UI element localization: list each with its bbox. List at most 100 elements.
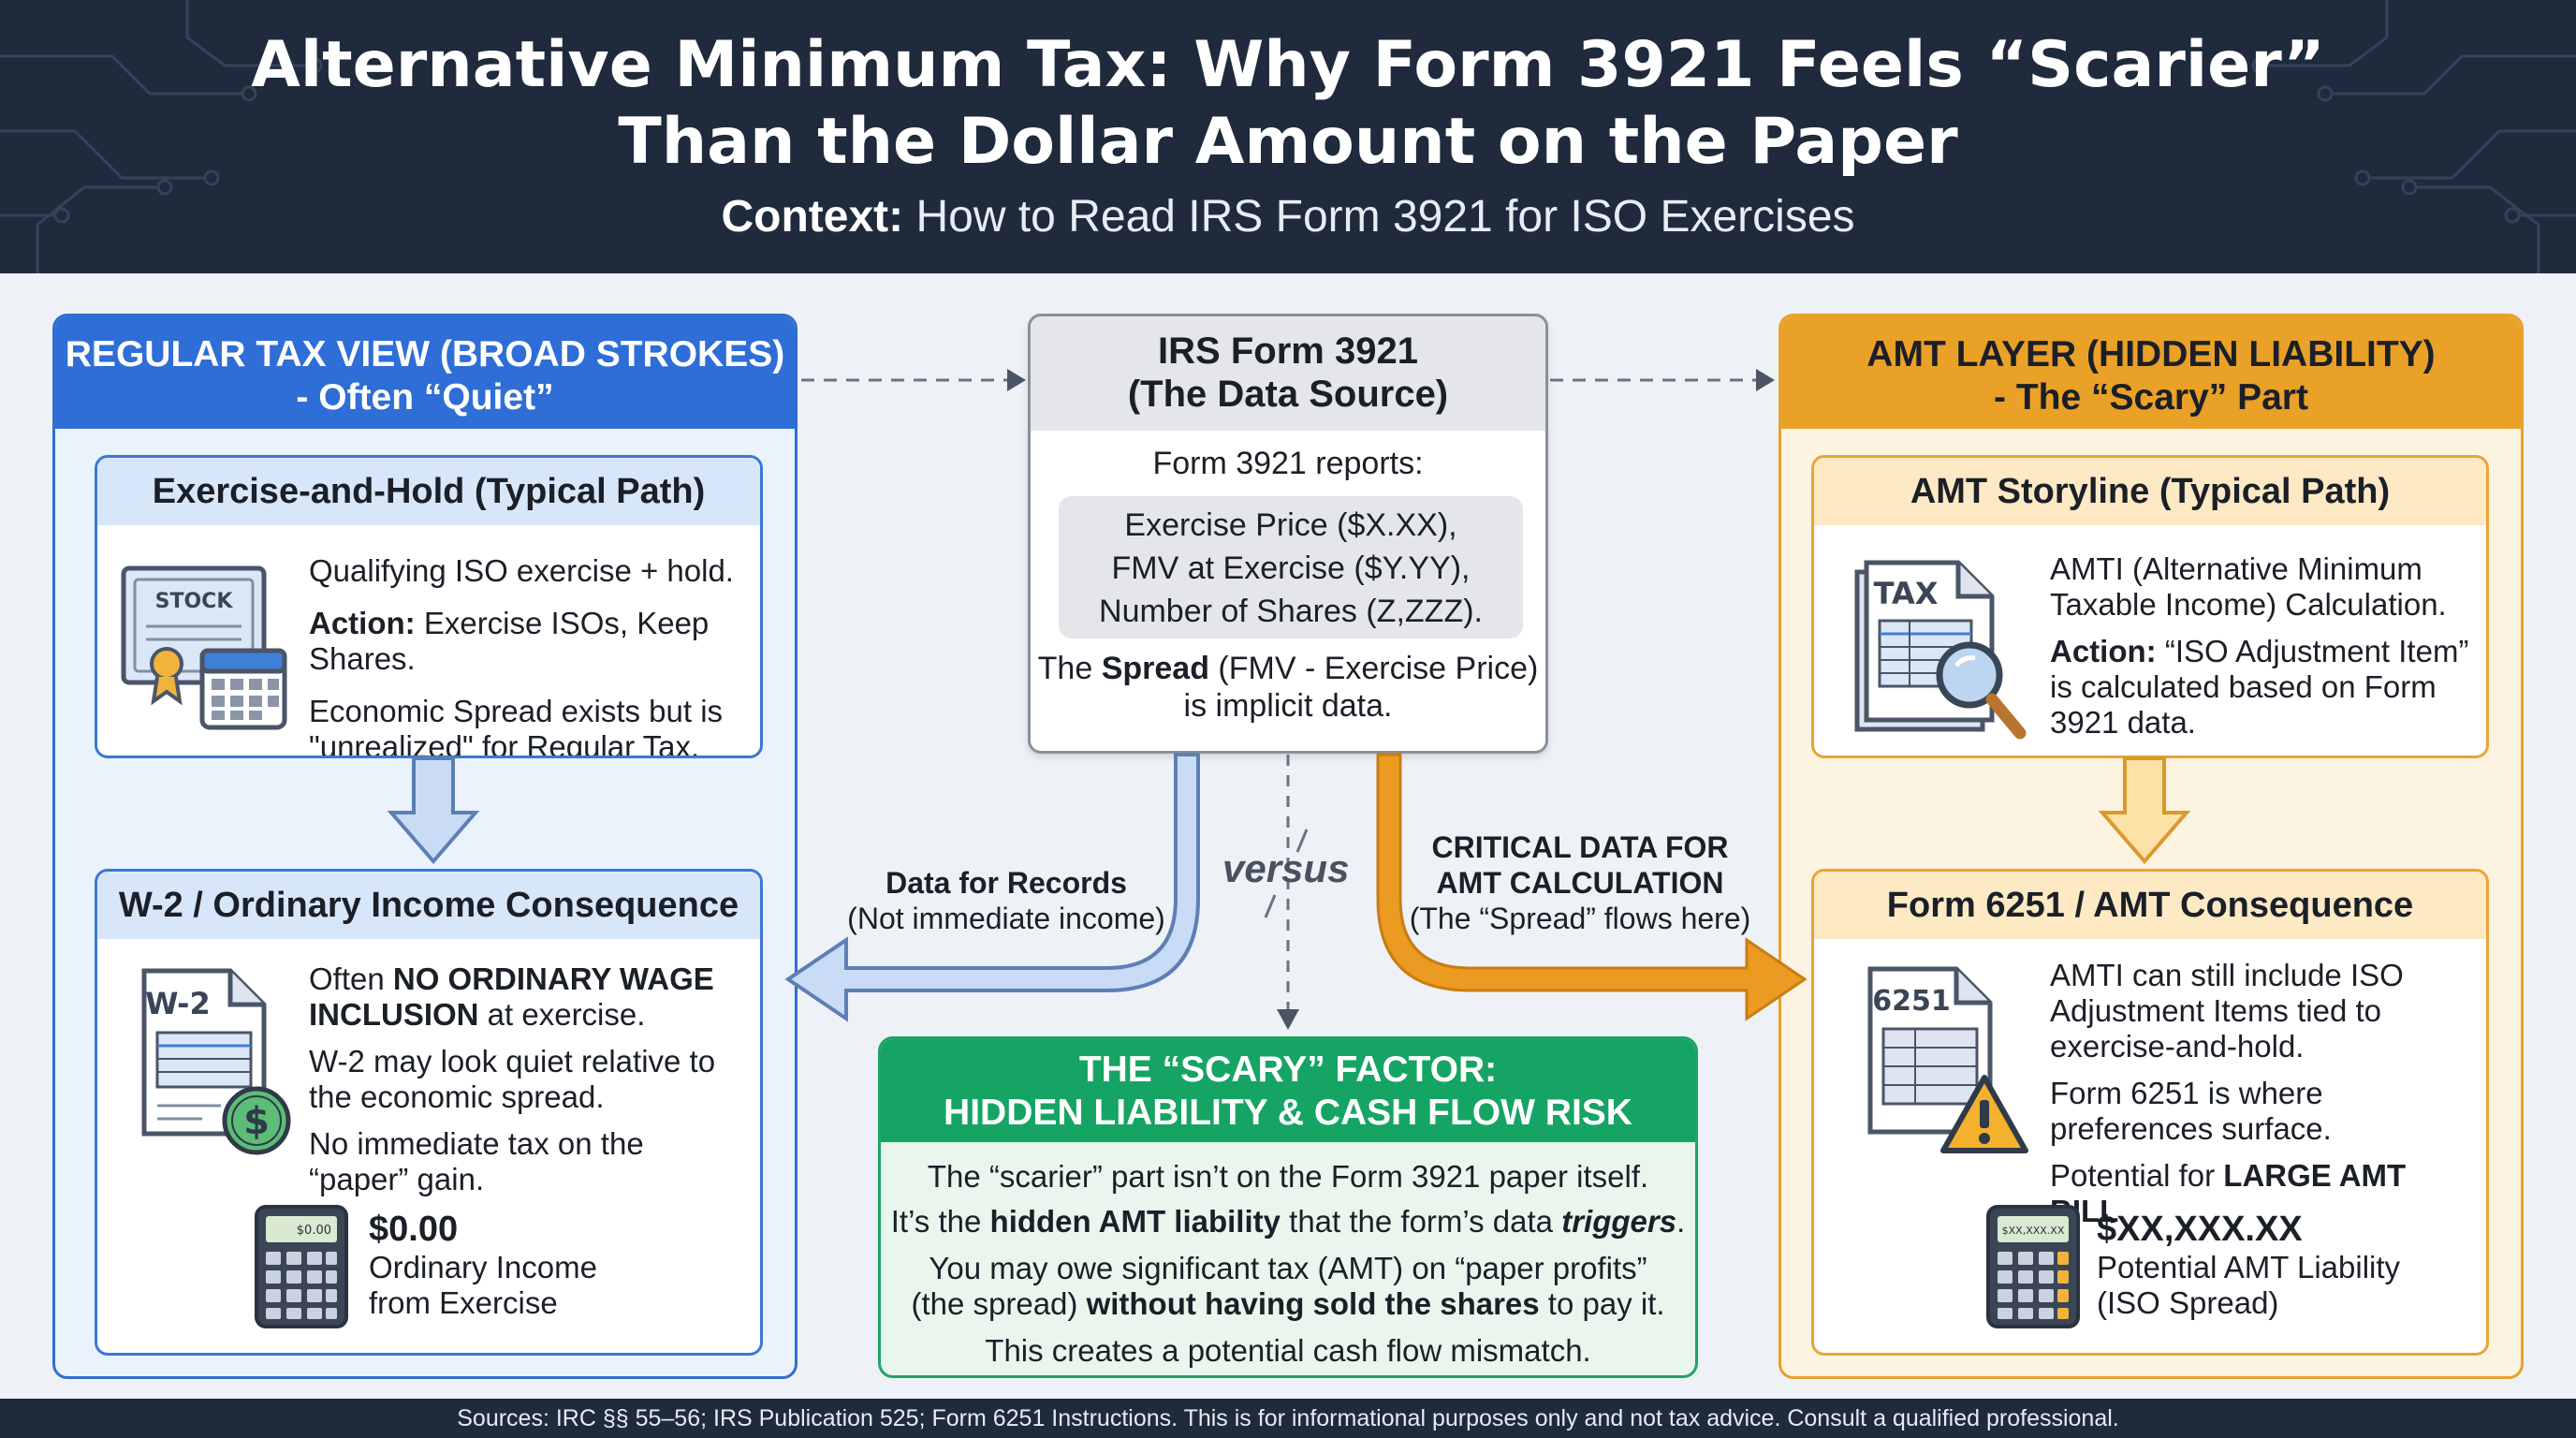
f6251-l6-post: .: [2118, 1194, 2128, 1228]
w2-p2b: the economic spread.: [309, 1079, 605, 1114]
amt-liability-value: $XX,XXX.XX: [2097, 1210, 2303, 1249]
scary-factor-title: THE “SCARY” FACTOR: HIDDEN LIABILITY & C…: [881, 1039, 1695, 1142]
scary-l4-pre: (the spread): [911, 1286, 1087, 1321]
scary-line2: It’s the hidden AMT liability that the f…: [881, 1204, 1695, 1240]
w2-p3b: “paper” gain.: [309, 1162, 485, 1196]
f6251-l3: exercise-and-hold.: [2050, 1029, 2305, 1064]
scary-l2-bold: hidden AMT liability: [989, 1204, 1281, 1239]
scary-l4-bold: without having sold the shares: [1086, 1286, 1540, 1321]
form-reports-label: Form 3921 reports:: [1152, 446, 1424, 481]
form-title-line1: IRS Form 3921: [1158, 330, 1418, 372]
amt-title-line2: - The “Scary” Part: [1994, 377, 2308, 418]
critical-label-line1: CRITICAL DATA FOR: [1431, 830, 1729, 864]
svg-text:$: $: [243, 1100, 270, 1143]
regular-tax-title-line1: REGULAR TAX VIEW (BROAD STROKES): [65, 334, 785, 374]
title-line-2: Than the Dollar Amount on the Paper: [618, 105, 1958, 179]
calculator-icon: $XX,XXX.XX: [1986, 1205, 2080, 1328]
amt-card1-l4: is calculated based on Form: [2050, 669, 2437, 704]
amt-card1-l1: AMTI (Alternative Minimum: [2050, 551, 2422, 586]
amt-liability-amount: $XX,XXX.XX Potential AMT Liability (ISO …: [2097, 1209, 2481, 1321]
ordinary-income-amount: $0.00 Ordinary Income from Exercise: [369, 1209, 743, 1321]
amt-storyline-card: AMT Storyline (Typical Path) TAX AMTI (A…: [1811, 455, 2489, 758]
w2-p1-bold-a: NO ORDINARY WAGE: [392, 961, 714, 996]
form-6251-icon: 6251: [1867, 966, 1993, 1135]
card1-line1: Qualifying ISO exercise + hold.: [309, 553, 734, 588]
magnifier-icon: [1936, 641, 2027, 740]
w2-p3a: No immediate tax on the: [309, 1126, 644, 1161]
amt-liability-desc1: Potential AMT Liability: [2097, 1250, 2401, 1284]
ordinary-income-desc1: Ordinary Income: [369, 1250, 597, 1284]
f6251-l5: preferences surface.: [2050, 1111, 2332, 1146]
ordinary-income-value: $0.00: [369, 1210, 459, 1249]
card1-action: Action: Exercise ISOs, Keep Shares.: [309, 606, 758, 677]
field-exercise-price: Exercise Price ($X.XX),: [1124, 507, 1457, 543]
scary-l2-triggers: triggers: [1561, 1204, 1677, 1239]
field-fmv: FMV at Exercise ($Y.YY),: [1111, 550, 1471, 586]
amt-action-rest: “ISO Adjustment Item”: [2156, 634, 2469, 668]
subtitle-text: How to Read IRS Form 3921 for ISO Exerci…: [903, 192, 1855, 242]
form-6251-text: AMTI can still include ISO Adjustment It…: [2050, 958, 2481, 1229]
amt-title-line1: AMT LAYER (HIDDEN LIABILITY): [1866, 334, 2436, 374]
subtitle-bold: Context:: [721, 192, 904, 242]
stock-icon-label: STOCK: [155, 590, 234, 613]
amt-card1-l5: 3921 data.: [2050, 705, 2196, 740]
w2-icon-label: W-2: [145, 986, 210, 1021]
w2-p2a: W-2 may look quiet relative to: [309, 1044, 716, 1078]
form-6251-icon-label: 6251: [1872, 985, 1951, 1018]
card1-line3a: Economic Spread exists but is: [309, 694, 724, 728]
w2-form-icon: W-2: [141, 968, 267, 1137]
footer-sources: Sources: IRC §§ 55–56; IRS Publication 5…: [0, 1399, 2576, 1438]
amt-storyline-text: AMTI (Alternative Minimum Taxable Income…: [2050, 551, 2481, 741]
calc-screen-zero: $0.00: [297, 1224, 331, 1238]
stock-certificate-icon: STOCK: [121, 565, 287, 730]
card1-action-rest: Exercise ISOs, Keep Shares.: [309, 606, 710, 676]
form-6251-card: Form 6251 / AMT Consequence 6251 AMTI ca…: [1811, 869, 2489, 1356]
regular-tax-panel-title: REGULAR TAX VIEW (BROAD STROKES) - Often…: [55, 316, 795, 429]
w2-consequence-card: W-2 / Ordinary Income Consequence W-2 $ …: [95, 869, 763, 1356]
w2-p1-pre: Often: [309, 961, 393, 996]
form-fields-list: Exercise Price ($X.XX), FMV at Exercise …: [1059, 496, 1523, 638]
w2-p1-line1: Often NO ORDINARY WAGE: [309, 961, 758, 997]
scary-l2-end: .: [1676, 1204, 1686, 1239]
card1-line3b: "unrealized" for Regular Tax.: [309, 729, 700, 758]
versus-label: versus: [1222, 846, 1350, 890]
calculator-icon: $0.00: [255, 1205, 348, 1328]
amt-liability-desc2: (ISO Spread): [2097, 1285, 2279, 1320]
header: Alternative Minimum Tax: Why Form 3921 F…: [0, 0, 2576, 273]
f6251-l1: AMTI can still include ISO: [2050, 958, 2404, 992]
amt-layer-panel-title: AMT LAYER (HIDDEN LIABILITY) - The “Scar…: [1781, 316, 2521, 429]
card1-action-bold: Action:: [309, 606, 416, 640]
scary-title2: HIDDEN LIABILITY & CASH FLOW RISK: [944, 1093, 1632, 1133]
critical-data-label: CRITICAL DATA FOR AMT CALCULATION (The “…: [1395, 829, 1765, 936]
spread-bold: Spread: [1101, 651, 1209, 686]
scary-factor-box: THE “SCARY” FACTOR: HIDDEN LIABILITY & C…: [878, 1036, 1698, 1378]
spread-post: (FMV - Exercise Price): [1208, 651, 1539, 686]
amt-storyline-title: AMT Storyline (Typical Path): [1814, 458, 2486, 525]
scary-line3: You may owe significant tax (AMT) on “pa…: [929, 1251, 1647, 1285]
form-3921-box: IRS Form 3921 (The Data Source) Form 392…: [1028, 314, 1548, 754]
dashed-arrowhead-right: [1756, 369, 1775, 391]
w2-consequence-text: Often NO ORDINARY WAGE INCLUSION at exer…: [309, 961, 758, 1197]
calc-screen-amt: $XX,XXX.XX: [2002, 1225, 2065, 1237]
form-spread-note: The Spread (FMV - Exercise Price) is imp…: [1031, 650, 1545, 725]
tax-icon-label: TAX: [1874, 576, 1939, 611]
amt-action-bold: Action:: [2050, 634, 2157, 668]
amt-card1-action: Action: “ISO Adjustment Item”: [2050, 634, 2481, 669]
exercise-and-hold-text: Qualifying ISO exercise + hold. Action: …: [309, 553, 758, 758]
amt-card1-l2: Taxable Income) Calculation.: [2050, 587, 2447, 622]
exercise-and-hold-card: Exercise-and-Hold (Typical Path) STOCK Q…: [95, 455, 763, 758]
form-3921-title: IRS Form 3921 (The Data Source): [1031, 316, 1545, 431]
title-line-1: Alternative Minimum Tax: Why Form 3921 F…: [251, 28, 2325, 102]
field-shares: Number of Shares (Z,ZZZ).: [1099, 594, 1483, 629]
regular-tax-panel: REGULAR TAX VIEW (BROAD STROKES) - Often…: [52, 314, 798, 1379]
amt-layer-panel: AMT LAYER (HIDDEN LIABILITY) - The “Scar…: [1778, 314, 2524, 1379]
exercise-and-hold-title: Exercise-and-Hold (Typical Path): [97, 458, 760, 525]
critical-label-sub: (The “Spread” flows here): [1409, 902, 1751, 935]
f6251-l6-pre: Potential for: [2050, 1158, 2224, 1193]
subtitle: Context: How to Read IRS Form 3921 for I…: [0, 191, 2576, 242]
warning-icon: [1940, 1075, 2028, 1153]
critical-label-line2: AMT CALCULATION: [1436, 866, 1724, 900]
f6251-l2: Adjustment Items tied to: [2050, 993, 2381, 1028]
scary-l4-post: to pay it.: [1539, 1286, 1665, 1321]
w2-consequence-title: W-2 / Ordinary Income Consequence: [97, 872, 760, 939]
